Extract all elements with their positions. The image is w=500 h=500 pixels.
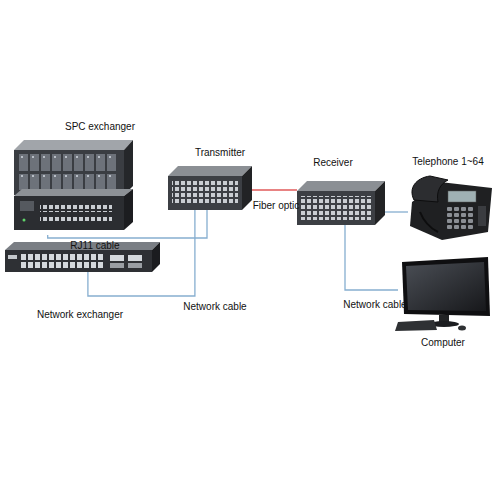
device-node: Telephone 1~64 [408,175,496,240]
device-node: SPC exchanger [10,138,134,235]
chassis-front [14,196,124,230]
port-row [40,204,112,212]
port-row [40,215,112,223]
cable-label: Fiber optic [246,200,306,212]
device-label: Network exchanger [20,309,140,321]
case-top [297,181,385,191]
telephone-drawing [410,176,492,240]
device-node: Transmitter [168,166,252,210]
rj45-ports [20,253,104,269]
cable-label: Network cable [335,299,415,311]
phone-keypad [446,206,474,230]
sfp-port [110,263,124,268]
sfp-port [128,255,142,261]
device-label: Transmitter [180,147,260,159]
chassis-side [124,140,133,195]
phone-function-keys [478,206,486,226]
cable-line [345,225,398,290]
case-side [375,181,385,225]
chassis-front [14,150,124,195]
device-node: Computer [398,258,490,332]
spc-exchanger-drawing [14,140,133,230]
device-label: Computer [403,337,483,349]
switch-front [5,250,152,272]
switch-badge [8,255,17,259]
phone-display [448,191,476,202]
monitor-bezel [402,257,490,316]
phone-cord [420,212,438,232]
case-front [168,176,242,210]
device-label: Telephone 1~64 [403,156,493,168]
cable-line [48,210,207,238]
device-node: Receiver [297,181,385,225]
device-label: SPC exchanger [40,121,160,133]
chassis-top [14,189,133,196]
port-panel [301,196,371,220]
cable-line [88,210,195,296]
receiver-drawing [297,181,385,225]
status-led [23,219,26,222]
case-top [168,166,252,176]
phone-handset [412,176,448,202]
port-panel [172,181,238,205]
case-front [297,191,375,225]
computer-drawing [395,257,490,331]
cable-label: RJ11 cable [55,240,135,252]
switch-side [152,242,160,272]
chassis-top [14,140,133,150]
sfp-port [128,263,142,268]
transmitter-drawing [168,166,252,210]
cable-line [252,189,297,190]
power-module [20,201,34,211]
device-label: Receiver [293,157,373,169]
keyboard [395,320,437,331]
mouse [458,326,466,331]
chassis-side [124,189,133,230]
cable-label: Network cable [175,301,255,313]
monitor-screen [406,262,486,311]
sfp-port [110,255,124,261]
cable-line [385,211,408,212]
case-side [242,166,252,210]
card-row [18,153,117,172]
